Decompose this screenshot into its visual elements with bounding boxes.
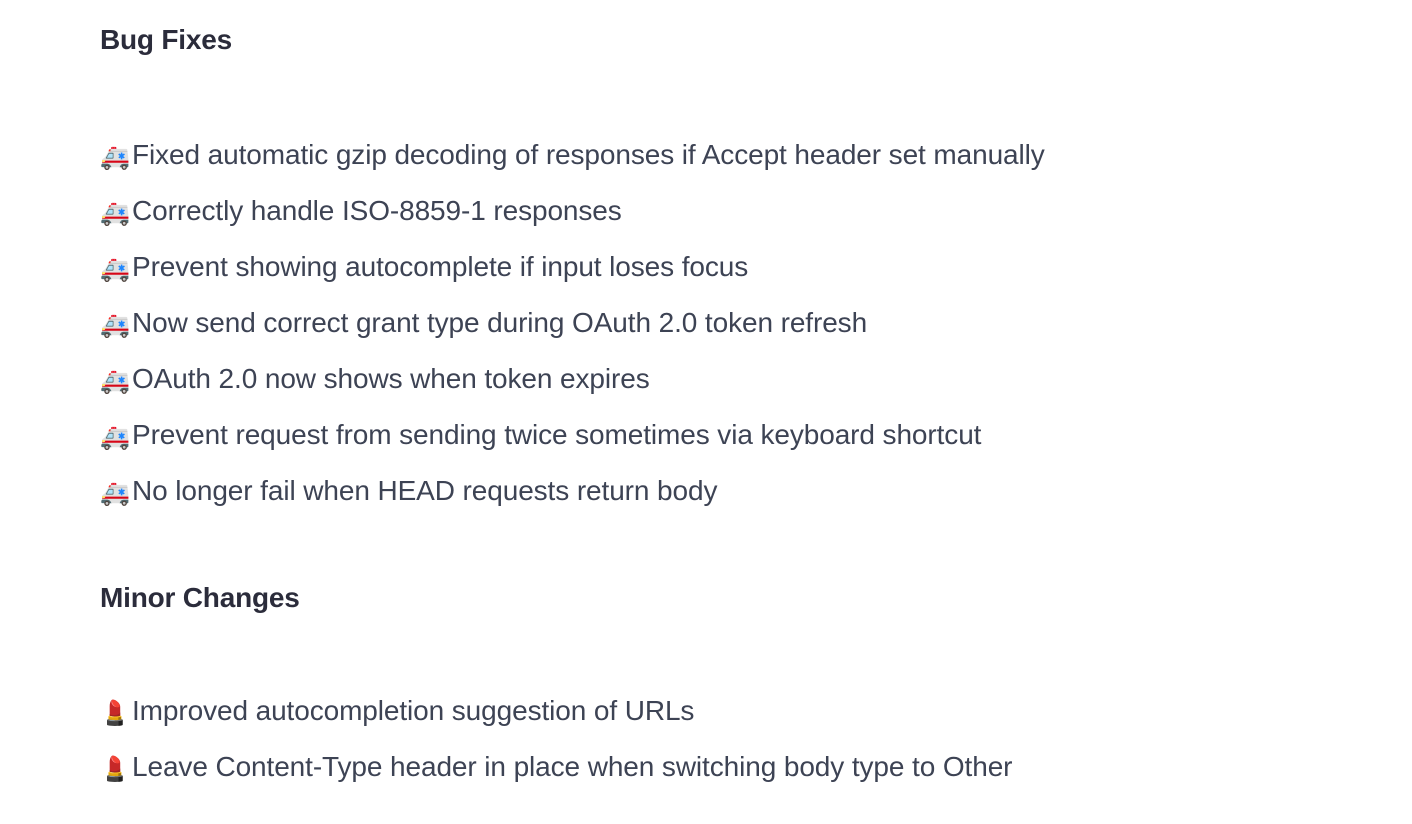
list-item-label: Leave Content-Type header in place when … [132,751,1013,782]
lipstick-icon: 💄 [100,755,130,783]
bug-fixes-list: 🚑 Fixed automatic gzip decoding of respo… [100,127,1045,519]
minor-changes-list: 💄 Improved autocompletion suggestion of … [100,683,1013,795]
list-item-label: OAuth 2.0 now shows when token expires [132,363,650,394]
section-heading-bug-fixes: Bug Fixes [100,24,233,55]
ambulance-icon: 🚑 [100,143,130,171]
ambulance-icon: 🚑 [100,199,130,227]
list-item-label: Now send correct grant type during OAuth… [132,307,868,338]
list-item-label: Improved autocompletion suggestion of UR… [132,695,695,726]
list-item-label: No longer fail when HEAD requests return… [132,475,718,506]
lipstick-icon: 💄 [100,699,130,727]
ambulance-icon: 🚑 [100,479,130,507]
list-item: 🚑 Fixed automatic gzip decoding of respo… [100,127,1045,183]
ambulance-icon: 🚑 [100,255,130,283]
list-item: 🚑 No longer fail when HEAD requests retu… [100,463,1045,519]
list-item-label: Prevent showing autocomplete if input lo… [132,251,749,282]
ambulance-icon: 🚑 [100,423,130,451]
list-item-label: Prevent request from sending twice somet… [132,419,982,450]
ambulance-icon: 🚑 [100,311,130,339]
section-heading-minor-changes: Minor Changes [100,582,300,613]
list-item-label: Correctly handle ISO-8859-1 responses [132,195,622,226]
list-item: 🚑 Now send correct grant type during OAu… [100,295,1045,351]
list-item-label: Fixed automatic gzip decoding of respons… [132,139,1045,170]
list-item: 💄 Improved autocompletion suggestion of … [100,683,1012,739]
list-item: 🚑 Prevent showing autocomplete if input … [100,239,1045,295]
ambulance-icon: 🚑 [100,367,130,395]
list-item: 💄 Leave Content-Type header in place whe… [100,739,1013,795]
list-item: 🚑 Prevent request from sending twice som… [100,407,1045,463]
list-item: 🚑 OAuth 2.0 now shows when token expires [100,351,1045,407]
list-item: 🚑 Correctly handle ISO-8859-1 responses [100,183,1045,239]
